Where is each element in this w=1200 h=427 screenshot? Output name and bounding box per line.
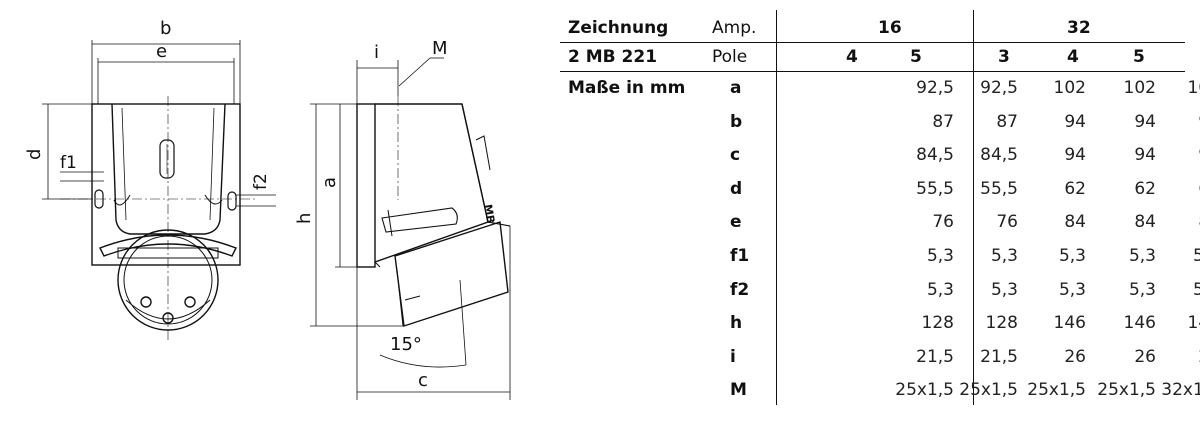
table-cell: 5,3 <box>990 279 1018 300</box>
pole-col-2: 5 <box>910 47 922 67</box>
table-cell: 146 <box>1123 313 1156 334</box>
row-label: b <box>730 111 743 132</box>
table-cell: 26 <box>1064 346 1086 367</box>
table-cell: 128 <box>921 313 954 334</box>
dim-label-d: d <box>24 149 45 160</box>
table-title: Zeichnung <box>568 18 669 38</box>
side-view-housing <box>374 103 489 263</box>
table-cell: 146 <box>1187 313 1200 334</box>
table-cell: 25x1,5 <box>895 380 954 401</box>
pole-col-1: 4 <box>846 47 858 67</box>
table-group-divider <box>973 10 974 405</box>
subheader-divider <box>560 71 1185 72</box>
row-label: c <box>730 145 741 166</box>
side-view-wall-plate <box>356 103 376 268</box>
table-cell: 25x1,5 <box>959 380 1018 401</box>
table-cell: 55,5 <box>916 178 954 199</box>
amp-label: Amp. <box>712 18 757 38</box>
table-cell: 128 <box>985 313 1018 334</box>
table-cell: 21,5 <box>916 346 954 367</box>
pole-col-5: 5 <box>1133 47 1145 67</box>
side-view-badge: MB <box>481 203 497 224</box>
table-cell: 62 <box>1134 178 1156 199</box>
row-label: M <box>730 380 747 401</box>
table-cell: 84,5 <box>916 145 954 166</box>
dim-label-i: i <box>374 42 379 63</box>
table-cell: 5,3 <box>1128 279 1156 300</box>
table-cell: 26 <box>1134 346 1156 367</box>
dim-label-f1: f1 <box>60 153 77 173</box>
table-cell: 5,3 <box>1058 246 1086 266</box>
table-cell: 146 <box>1053 313 1086 334</box>
row-label: i <box>730 346 736 367</box>
table-cell: 94 <box>1134 145 1156 166</box>
table-cell: 62 <box>1064 178 1086 199</box>
table-cell: 21,5 <box>980 346 1018 367</box>
row-label: d <box>730 178 743 199</box>
table-cell: 5,3 <box>926 246 954 266</box>
table-cell: 94 <box>1064 145 1086 166</box>
row-label: f2 <box>730 279 750 300</box>
row-label: e <box>730 212 742 233</box>
table-cell: 25x1,5 <box>1027 380 1086 401</box>
dim-label-e: e <box>156 41 167 62</box>
pole-col-3: 3 <box>998 47 1010 67</box>
amp-group-32: 32 <box>1067 18 1091 38</box>
row-label: f1 <box>730 246 750 266</box>
table-cell: 87 <box>996 111 1018 132</box>
table-cell: 76 <box>932 212 954 233</box>
pole-col-4: 4 <box>1067 47 1079 67</box>
table-cell: 5,3 <box>1058 279 1086 300</box>
table-cell: 62 <box>1160 179 1200 199</box>
table-cell: 76 <box>996 212 1018 233</box>
table-cell: 25x1,5 <box>1097 380 1156 401</box>
table-cell: 5,3 <box>1128 246 1156 266</box>
table-cell: 94 <box>1134 111 1156 132</box>
table-cell: 26 <box>1160 347 1200 367</box>
table-cell: 5,3 <box>926 279 954 300</box>
table-cell: 87 <box>932 111 954 132</box>
table-cell: 32x1,5 <box>1161 380 1200 401</box>
front-view-mounting-plate <box>91 103 241 266</box>
amp-group-16: 16 <box>878 18 902 38</box>
table-cell: 94 <box>1064 111 1086 132</box>
front-view-housing <box>111 103 226 235</box>
header-divider <box>560 42 1185 43</box>
table-cell: 55,5 <box>980 178 1018 199</box>
dim-label-angle: 15° <box>390 334 422 355</box>
dim-label-f2: f2 <box>251 173 271 190</box>
table-cell: 84 <box>1134 212 1156 233</box>
row-label: a <box>730 78 742 98</box>
dim-label-c: c <box>418 370 428 391</box>
dim-label-b: b <box>160 18 171 39</box>
table-cell: 94 <box>1160 112 1200 132</box>
table-cell: 102 <box>1123 78 1156 98</box>
table-cell: 94 <box>1160 145 1200 165</box>
dim-label-h: h <box>294 213 315 224</box>
dim-label-a: a <box>319 177 340 188</box>
table-cell: 5,3 <box>990 246 1018 266</box>
model-number: 2 MB 221 <box>568 47 658 67</box>
table-cell: 92,5 <box>980 78 1018 98</box>
table-cell: 5,3 <box>1192 246 1200 266</box>
table-cell: 102 <box>1053 78 1086 98</box>
table-cell: 5,3 <box>1192 279 1200 300</box>
pole-label: Pole <box>712 47 748 67</box>
table-cell: 84 <box>1160 212 1200 232</box>
row-section-title: Maße in mm <box>568 78 686 98</box>
row-label: h <box>730 313 743 334</box>
table-cell: 102 <box>1187 78 1200 98</box>
technical-drawing: b e d f1 f2 MB i M a h 15° c <box>24 18 511 400</box>
table-cell: 92,5 <box>916 78 954 98</box>
table-column-divider <box>776 10 777 405</box>
dim-label-M: M <box>432 38 448 59</box>
front-view-collar <box>99 234 237 257</box>
table-cell: 84,5 <box>980 145 1018 166</box>
side-view-plug-body <box>394 221 509 327</box>
table-cell: 84 <box>1064 212 1086 233</box>
